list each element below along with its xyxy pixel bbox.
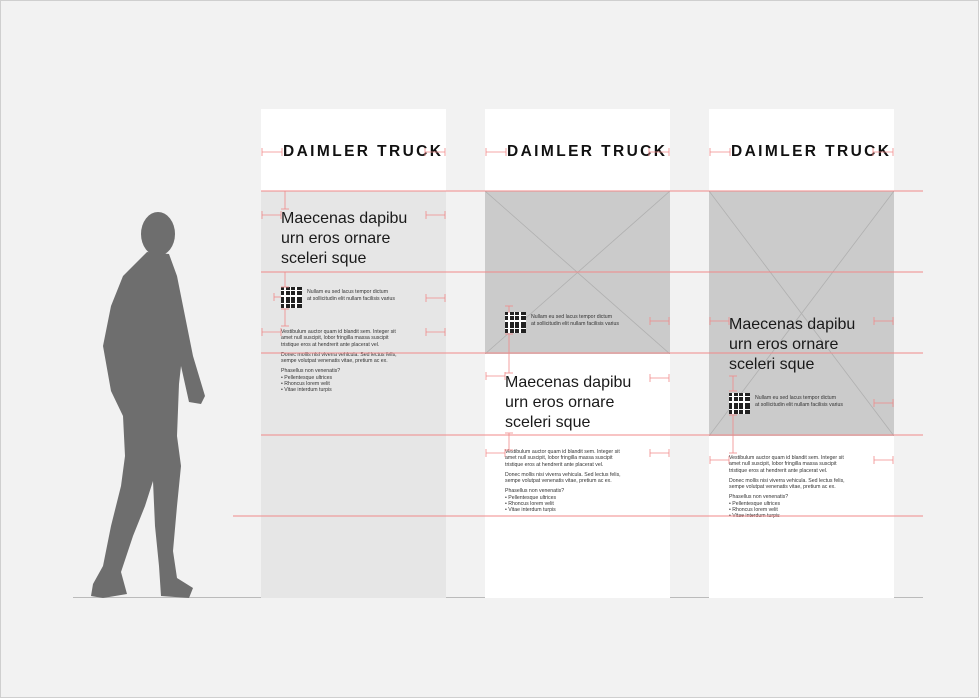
body-line: Vestibulum auctor quam id blandit sem. I… (729, 455, 844, 461)
headline-line: Maecenas dapibu (281, 210, 408, 227)
daimler-truck-logo: DAIMLER TRUCK (507, 143, 668, 160)
headline-line: urn eros ornare (729, 336, 839, 353)
list-item: Pellentesque ultrices (281, 375, 441, 381)
body-line: Donec mollis nisi viverra vehicula. Sed … (505, 471, 621, 478)
list-title: Phasellus non venenatis? (281, 368, 341, 375)
qr-caption: Nullam eu sed lacus tempor dictum at sol… (307, 289, 395, 302)
body-paragraph: Vestibulum auctor quam id blandit sem. I… (729, 455, 889, 474)
bullet-list: Pellentesque ultrices Rhoncus lorem veli… (281, 375, 441, 394)
headline: Maecenas dapibu urn eros ornare sceleri … (505, 373, 670, 433)
qr-block: Nullam eu sed lacus tempor dictum at sol… (729, 393, 894, 415)
headline-line: urn eros ornare (281, 230, 391, 247)
headline-line: urn eros ornare (505, 394, 615, 411)
body-line: tristique eros at hendrerit ante placera… (281, 341, 380, 348)
body-line: amet null suscipit, lobor fringilla mass… (505, 455, 613, 462)
body-line: Donec mollis nisi viverra vehicula. Sed … (729, 477, 845, 484)
list-item: Vitae interdum turpis (729, 513, 889, 519)
bullet-list: Pellentesque ultrices Rhoncus lorem veli… (505, 495, 665, 514)
headline-line: sceleri sque (505, 414, 591, 431)
logo-area: DAIMLER TRUCK (485, 109, 670, 191)
body-paragraph: Vestibulum auctor quam id blandit sem. I… (281, 329, 441, 348)
qr-caption-line: Nullam eu sed lacus tempor dictum (531, 314, 613, 320)
list-item: Rhoncus lorem velit (281, 381, 441, 387)
logo-area: DAIMLER TRUCK (261, 109, 446, 191)
body-copy: Vestibulum auctor quam id blandit sem. I… (729, 455, 889, 520)
list-item: Rhoncus lorem velit (505, 501, 665, 507)
body-line: sempe volutpat venenatis vitae, pretium … (281, 358, 388, 365)
headline-line: sceleri sque (729, 356, 815, 373)
body-line: Vestibulum auctor quam id blandit sem. I… (505, 449, 620, 455)
banner-variant-1: DAIMLER TRUCK Maecenas dapibu urn eros o… (261, 109, 446, 598)
qr-code-icon (729, 393, 750, 414)
list-item: Vitae interdum turpis (505, 507, 665, 513)
body-paragraph: Donec mollis nisi viverra vehicula. Sed … (281, 352, 441, 365)
list-title: Phasellus non venenatis? (505, 488, 565, 495)
headline: Maecenas dapibu urn eros ornare sceleri … (281, 209, 446, 269)
body-line: Vestibulum auctor quam id blandit sem. I… (281, 329, 396, 335)
list-title: Phasellus non venenatis? (729, 494, 789, 501)
list-item: Pellentesque ultrices (729, 501, 889, 507)
qr-caption-line: Nullam eu sed lacus tempor dictum (307, 289, 389, 295)
headline-line: Maecenas dapibu (505, 374, 632, 391)
body-paragraph: Vestibulum auctor quam id blandit sem. I… (505, 449, 665, 468)
banner-variant-3: DAIMLER TRUCK Maecenas dapibu urn eros o… (709, 109, 894, 598)
body-paragraph: Donec mollis nisi viverra vehicula. Sed … (729, 478, 889, 491)
headline-line: sceleri sque (281, 250, 367, 267)
qr-caption-line: at sollicitudin elit nullam facilisis va… (755, 401, 843, 408)
headline: Maecenas dapibu urn eros ornare sceleri … (729, 315, 894, 375)
qr-code-icon (505, 312, 526, 333)
qr-block: Nullam eu sed lacus tempor dictum at sol… (281, 287, 446, 309)
daimler-truck-logo: DAIMLER TRUCK (283, 143, 444, 160)
body-copy: Vestibulum auctor quam id blandit sem. I… (505, 449, 665, 514)
qr-caption-line: at sollicitudin elit nullam facilisis va… (307, 295, 395, 302)
body-paragraph: Donec mollis nisi viverra vehicula. Sed … (505, 472, 665, 485)
body-line: sempe volutpat venenatis vitae, pretium … (505, 478, 612, 485)
walking-person-silhouette-icon (91, 212, 205, 598)
body-line: amet null suscipit, lobor fringilla mass… (281, 335, 389, 342)
banner-variant-2: DAIMLER TRUCK Nullam eu sed lacus tempor… (485, 109, 670, 598)
headline-line: Maecenas dapibu (729, 316, 856, 333)
body-line: Donec mollis nisi viverra vehicula. Sed … (281, 351, 397, 358)
list-item: Rhoncus lorem velit (729, 507, 889, 513)
qr-caption: Nullam eu sed lacus tempor dictum at sol… (531, 314, 619, 327)
qr-block: Nullam eu sed lacus tempor dictum at sol… (505, 312, 670, 334)
body-line: sempe volutpat venenatis vitae, pretium … (729, 484, 836, 491)
bullet-list: Pellentesque ultrices Rhoncus lorem veli… (729, 501, 889, 520)
body-line: amet null suscipit, lobor fringilla mass… (729, 461, 837, 468)
qr-caption-line: Nullam eu sed lacus tempor dictum (755, 395, 837, 401)
body-line: tristique eros at hendrerit ante placera… (505, 461, 604, 468)
body-line: tristique eros at hendrerit ante placera… (729, 467, 828, 474)
list-item: Pellentesque ultrices (505, 495, 665, 501)
logo-area: DAIMLER TRUCK (709, 109, 894, 191)
daimler-truck-logo: DAIMLER TRUCK (731, 143, 892, 160)
qr-caption: Nullam eu sed lacus tempor dictum at sol… (755, 395, 843, 408)
body-copy: Vestibulum auctor quam id blandit sem. I… (281, 329, 441, 394)
list-item: Vitae interdum turpis (281, 387, 441, 393)
qr-code-icon (281, 287, 302, 308)
qr-caption-line: at sollicitudin elit nullam facilisis va… (531, 320, 619, 327)
